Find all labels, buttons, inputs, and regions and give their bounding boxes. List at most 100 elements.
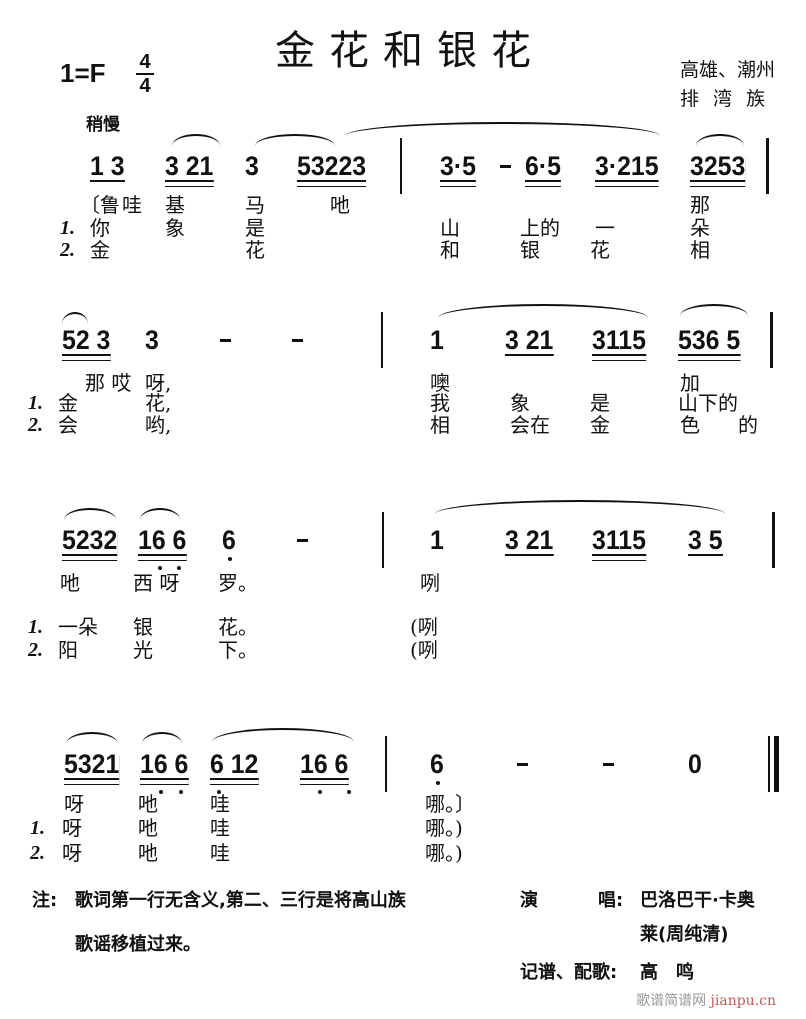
lyric: 哪。) (425, 816, 463, 840)
lyric: 吔 (138, 816, 158, 840)
lyric: 上的 (520, 216, 560, 240)
slur (212, 728, 354, 742)
lyric: 象 (165, 216, 185, 240)
lyric: 山 (440, 216, 460, 240)
lyric: 是 (245, 216, 265, 240)
lyric: 相 (430, 413, 450, 437)
time-signature: 4 4 (136, 52, 154, 96)
watermark-cn: 歌谱简谱网 (636, 993, 707, 1009)
lyric: 象 (510, 391, 530, 415)
lyric: 基 (165, 193, 185, 217)
singer-label-1: 演 (520, 890, 538, 911)
barline (400, 138, 402, 194)
note-group: 1 3 (90, 151, 125, 182)
note-group: 3 21 (165, 151, 214, 182)
song-title: 金花和银花 (275, 28, 545, 74)
lyric: 呀 (64, 792, 84, 816)
lyric: 吔 (138, 792, 158, 816)
note-group: 3·215 (595, 151, 659, 182)
lyric: 花 (245, 238, 265, 262)
lyric: 咧 (420, 571, 440, 595)
slur (172, 134, 220, 146)
note-group: 16 6 (300, 749, 349, 780)
slur (696, 134, 744, 146)
verse-number: 1. (28, 392, 43, 414)
slur (435, 500, 725, 514)
note-group: 6 (222, 525, 236, 555)
lyric: 山下的 (678, 391, 738, 415)
lyric: 阳 (58, 638, 78, 662)
staff-system-4: 5321 16 6 6 12 16 6 6 0 呀 吔 哇 哪。〕 1. 呀 吔… (0, 728, 806, 880)
lyric: 哇 (122, 193, 142, 217)
note-group: 6·5 (525, 151, 561, 182)
note-group: 16 6 (140, 749, 189, 780)
staff-system-3: 5232 16 6 6 1 3 21 3115 3 5 吔 西 呀 罗。 咧 1… (0, 500, 806, 661)
dash (297, 539, 308, 542)
key-signature: 1=F (60, 58, 106, 88)
lyric: 色 (680, 413, 700, 437)
note-group: 536 5 (678, 325, 741, 356)
lyric: 金 (58, 391, 78, 415)
barline (770, 312, 773, 368)
lyric: 哇 (210, 841, 230, 865)
lyric: 吔 (60, 571, 80, 595)
verse-number: 1. (60, 217, 75, 239)
note-group: 5232 (62, 525, 118, 556)
lyric: 是 (590, 391, 610, 415)
slur (680, 304, 748, 316)
note-group: 3115 (592, 325, 646, 356)
origin-region: 高雄、潮州 (680, 59, 776, 81)
lyric: 的 (738, 413, 758, 437)
note-group: 3 21 (505, 525, 554, 556)
time-signature-bar (136, 73, 154, 75)
slur (142, 732, 182, 744)
note-group: 5321 (64, 749, 120, 780)
note-group: 3 5 (688, 525, 723, 556)
lyric: 会 (58, 413, 78, 437)
low-octave-dot (158, 566, 162, 570)
low-octave-dot (436, 781, 440, 785)
note-group: 3 21 (505, 325, 554, 356)
footnote-line-2: 歌谣移植过来。 (75, 934, 201, 955)
verse-number: 1. (28, 616, 43, 638)
note-group: 53223 (297, 151, 367, 182)
lyric: 那 (690, 193, 710, 217)
singer-name-cont: 莱(周纯清) (640, 924, 729, 945)
slur (62, 312, 88, 324)
verse-number: 2. (28, 639, 43, 661)
low-octave-dot (228, 557, 232, 561)
lyric: (咧 (410, 638, 438, 662)
lyric: 哪。) (425, 841, 463, 865)
low-octave-dot (217, 790, 221, 794)
lyric: 花。 (218, 615, 258, 639)
slur (345, 122, 660, 136)
barline (381, 312, 383, 368)
staff-system-1: 1 3 3 21 3 53223 3·5 6·5 3·215 3253 〔鲁 哇… (0, 122, 806, 282)
dash (500, 165, 511, 168)
lyric: 那 哎 (85, 371, 132, 395)
lyric: 噢 (430, 371, 450, 395)
time-signature-bottom: 4 (139, 75, 151, 97)
lyric: 银 (520, 238, 540, 262)
verse-number: 2. (30, 842, 45, 864)
note-group: 3 (245, 151, 259, 181)
footnote-line-1: 歌词第一行无含义,第二、三行是将高山族 (75, 890, 406, 911)
lyric: 哇 (210, 792, 230, 816)
note-group: 6 12 (210, 749, 259, 780)
dash (220, 339, 231, 342)
time-signature-top: 4 (139, 51, 151, 73)
lyric: 哇 (210, 816, 230, 840)
note-group: 16 6 (138, 525, 187, 556)
lyric: 呀 (62, 816, 82, 840)
watermark: 歌谱简谱网 jianpu.cn (636, 990, 776, 1010)
verse-number: 2. (60, 239, 75, 261)
lyric: 呀 (62, 841, 82, 865)
barline (766, 138, 769, 194)
lyric: 你 (90, 216, 110, 240)
lyric: 花, (145, 391, 172, 415)
singer-label-2: 唱: (598, 890, 624, 911)
origin-ethnicity: 排 湾 族 (680, 88, 770, 110)
low-octave-dot (159, 790, 163, 794)
dash (292, 339, 303, 342)
note-group: 0 (688, 749, 702, 779)
